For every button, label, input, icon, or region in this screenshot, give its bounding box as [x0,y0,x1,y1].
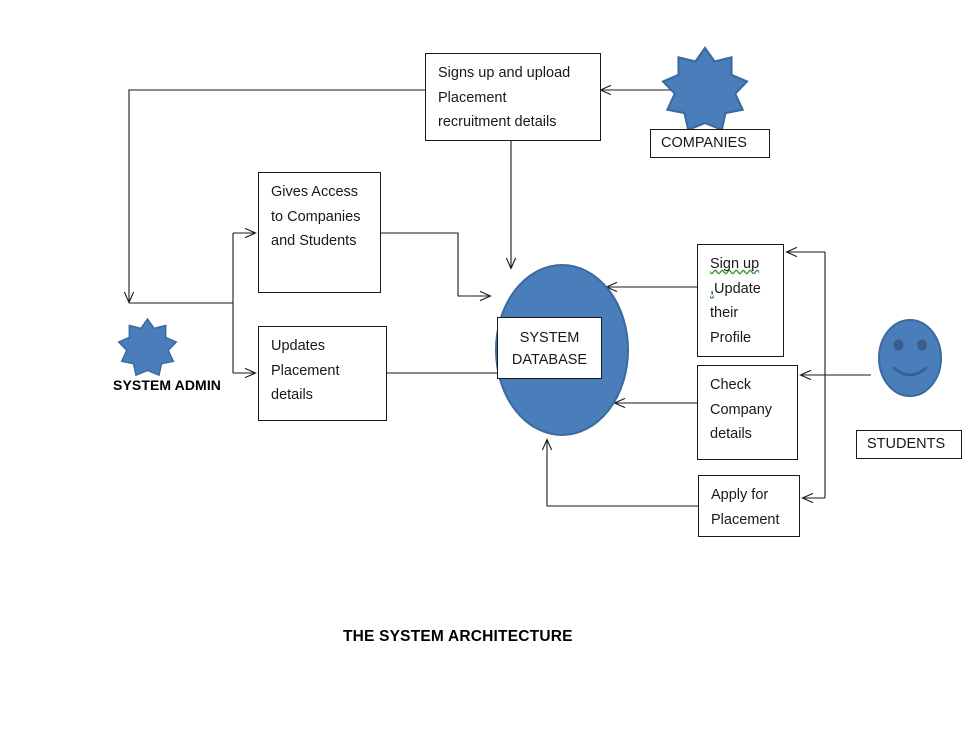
sign-up-spellchecked-text: Sign up , [710,256,760,297]
sign-up-rest-text: Update their Profile [710,280,761,346]
flow-signsup-to-admin [123,89,425,304]
datastore-label: SYSTEM DATABASE [497,317,602,379]
process-box-sign-up-update-profile[interactable]: Sign up ,Update their Profile [697,244,784,357]
process-box-apply-placement[interactable]: Apply for Placement [698,475,800,537]
actor-label-system-admin: SYSTEM ADMIN [113,377,222,393]
actor-label-companies: COMPANIES [650,129,770,158]
star-7-point-icon [117,317,178,377]
actor-label-students: STUDENTS [856,430,962,459]
process-box-gives-access[interactable]: Gives Access to Companies and Students [258,172,381,293]
process-box-signs-up[interactable]: Signs up and upload Placement recruitmen… [425,53,601,141]
process-box-updates-placement[interactable]: Updates Placement details [258,326,387,421]
flow-applyplacement-to-database [541,438,698,507]
diagram-title: THE SYSTEM ARCHITECTURE [343,628,573,645]
process-box-check-company[interactable]: Check Company details [697,365,798,460]
smiley-face-icon [878,319,942,397]
star-7-point-icon [661,46,749,132]
flow-givesaccess-to-database [381,232,492,302]
